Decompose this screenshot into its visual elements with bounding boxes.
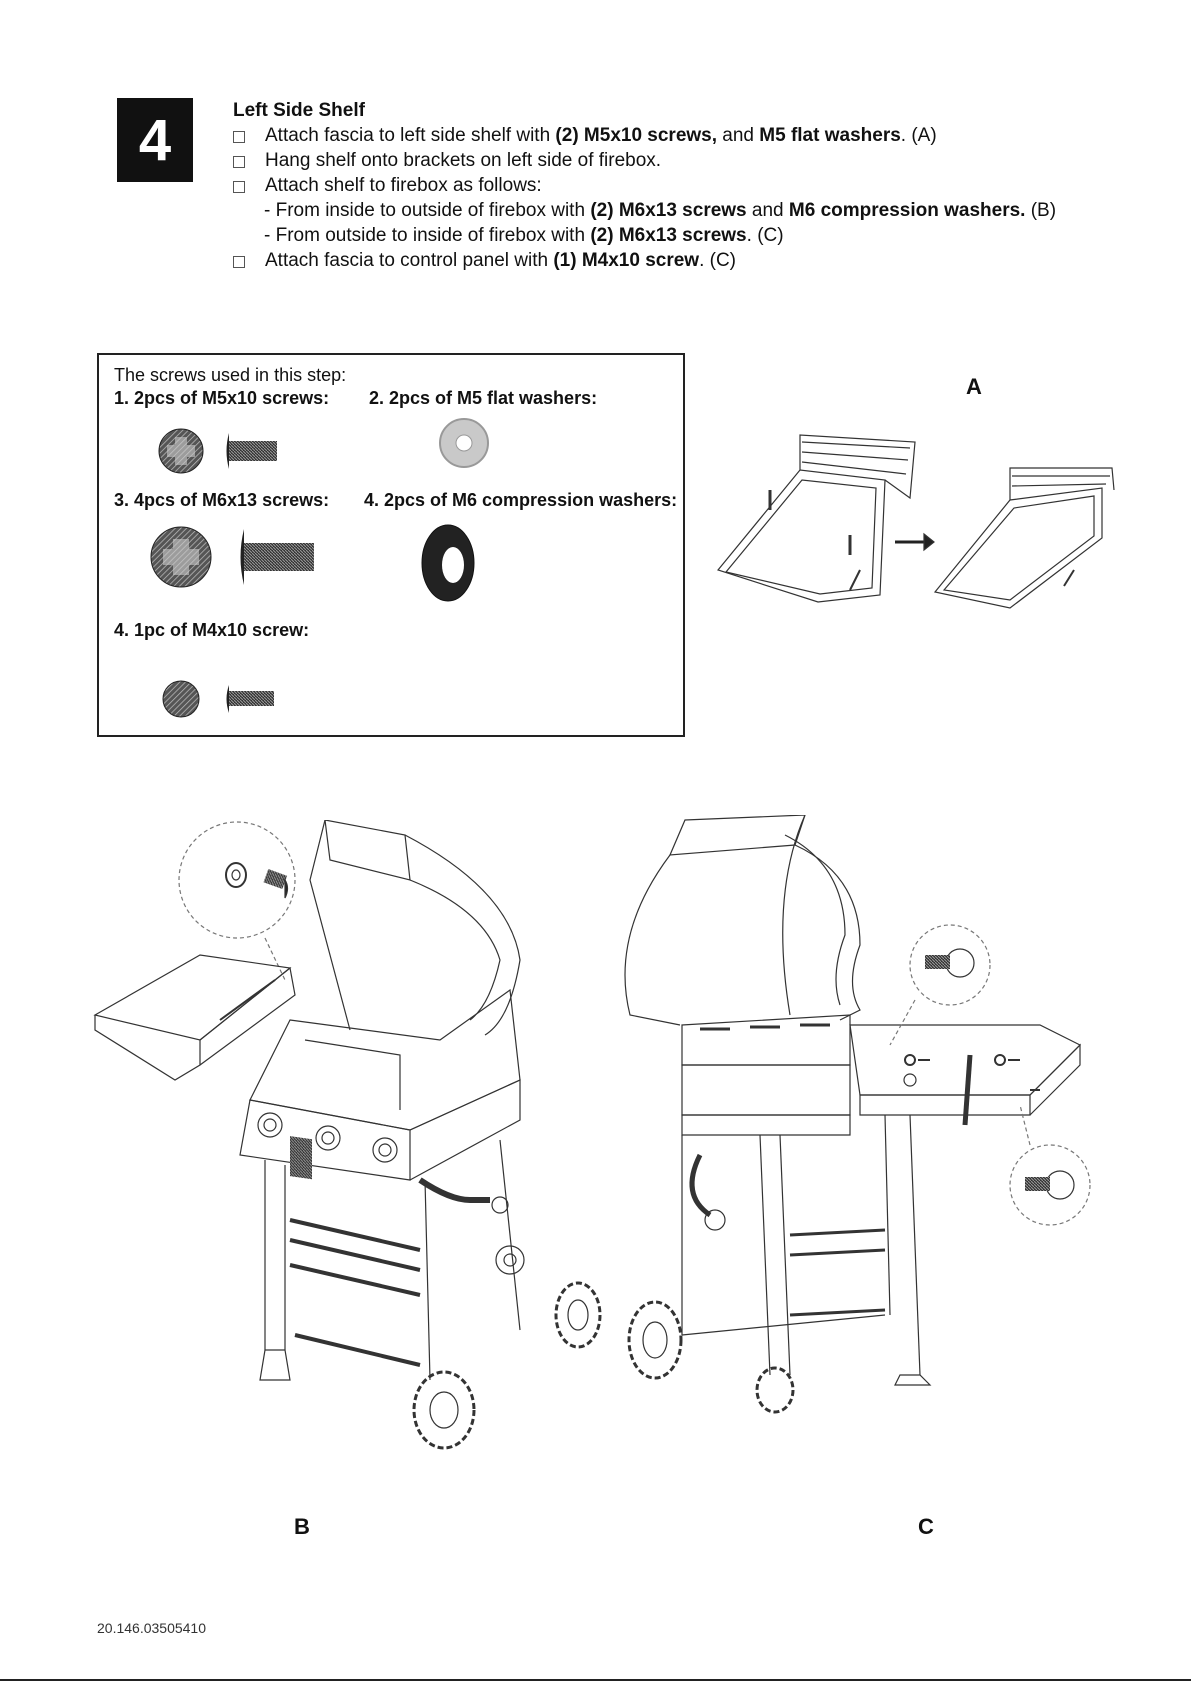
m5x10-screw-head-icon (158, 428, 204, 474)
right-shelf-icon (849, 1024, 1082, 1116)
bottom-rule (0, 1679, 1191, 1681)
firebox-icon (239, 988, 521, 1181)
text: - From inside to outside of firebox with (264, 200, 591, 221)
figure-c-label: C (918, 1514, 934, 1539)
figure-c-grill-illustration (624, 815, 1091, 1414)
text: . (A) (900, 125, 937, 146)
bold-text: (2) M6x13 screws (590, 200, 747, 221)
wheel-side-icon (627, 1300, 795, 1414)
left-shelf-icon (93, 954, 296, 1081)
text: and (746, 200, 789, 221)
checkbox-icon (233, 156, 245, 168)
shelf-before-icon (716, 434, 916, 603)
instructions-title: Left Side Shelf (233, 100, 365, 121)
wheel-icon (412, 1281, 602, 1450)
figure-a-label: A (966, 374, 982, 399)
text: Attach fascia to left side shelf with (265, 125, 556, 146)
detail-callout-screw-bottom-icon (1009, 1104, 1091, 1226)
bold-text: M6 compression washers. (788, 200, 1026, 221)
text: . (C) (699, 250, 737, 271)
text: Hang shelf onto brackets on left side of… (265, 150, 662, 171)
document-code: 20.146.03505410 (97, 1620, 206, 1636)
m4x10-screw-head-icon (162, 680, 200, 718)
step-number: 4 (138, 107, 172, 173)
bold-text: M5 flat washers (759, 125, 901, 146)
hardware-parts-box: The screws used in this step: 1. 2pcs of… (97, 353, 685, 737)
instruction-sub-1: - From inside to outside of firebox with… (233, 198, 1133, 223)
part-1-label: 1. 2pcs of M5x10 screws: (114, 388, 330, 408)
m6x13-screw-side-icon (240, 529, 314, 585)
figure-b-label: B (294, 1514, 310, 1539)
firebox-side-icon (681, 1014, 851, 1136)
parts-intro: The screws used in this step: (114, 365, 347, 385)
instruction-item-1: Attach fascia to left side shelf with (2… (233, 123, 1133, 148)
checkbox-icon (233, 181, 245, 193)
part-2-label: 2. 2pcs of M5 flat washers: (369, 388, 598, 408)
instruction-item-4: Attach fascia to control panel with (1) … (233, 248, 1133, 273)
detail-callout-screw-top-icon (889, 924, 991, 1046)
text: - From outside to inside of firebox with (264, 225, 591, 246)
text: . (C) (746, 225, 784, 246)
text: Attach fascia to control panel with (265, 250, 554, 271)
grill-cart-icon (259, 1139, 525, 1381)
m6-compression-washer-icon (421, 524, 475, 602)
text: Attach shelf to firebox as follows: (265, 175, 542, 196)
detail-callout-washer-screw-icon (178, 821, 296, 981)
instruction-item-3: Attach shelf to firebox as follows: (233, 173, 1133, 198)
arrow-right-icon (895, 532, 935, 552)
grill-lid-icon (309, 820, 521, 1036)
step-number-badge: 4 (117, 98, 193, 182)
m6x13-screw-head-icon (150, 526, 212, 588)
m5-flat-washer-icon (439, 418, 489, 468)
figure-b-grill-illustration (93, 820, 602, 1450)
part-4-label: 4. 2pcs of M6 compression washers: (364, 490, 678, 510)
bold-text: (2) M6x13 screws (590, 225, 747, 246)
instructions: Left Side Shelf Attach fascia to left si… (233, 98, 1133, 273)
bold-text: (1) M4x10 screw (553, 250, 700, 271)
figure-a-shelf-illustration (716, 434, 1115, 609)
text: (B) (1025, 200, 1057, 221)
m4x10-screw-side-icon (226, 685, 274, 713)
checkbox-icon (233, 256, 245, 268)
bold-text: (2) M5x10 screws, (555, 125, 718, 146)
instruction-sub-2: - From outside to inside of firebox with… (233, 223, 1133, 248)
checkbox-icon (233, 131, 245, 143)
part-5-label: 4. 1pc of M4x10 screw: (114, 620, 310, 640)
shelf-after-icon (933, 467, 1115, 609)
instruction-item-2: Hang shelf onto brackets on left side of… (233, 148, 1133, 173)
grill-lid-open-icon (624, 815, 861, 1026)
m5x10-screw-side-icon (226, 433, 277, 469)
text: and (717, 125, 760, 146)
part-3-label: 3. 4pcs of M6x13 screws: (114, 490, 330, 510)
hardware-illustrations (150, 418, 489, 718)
grill-cart-side-icon (681, 1054, 973, 1386)
